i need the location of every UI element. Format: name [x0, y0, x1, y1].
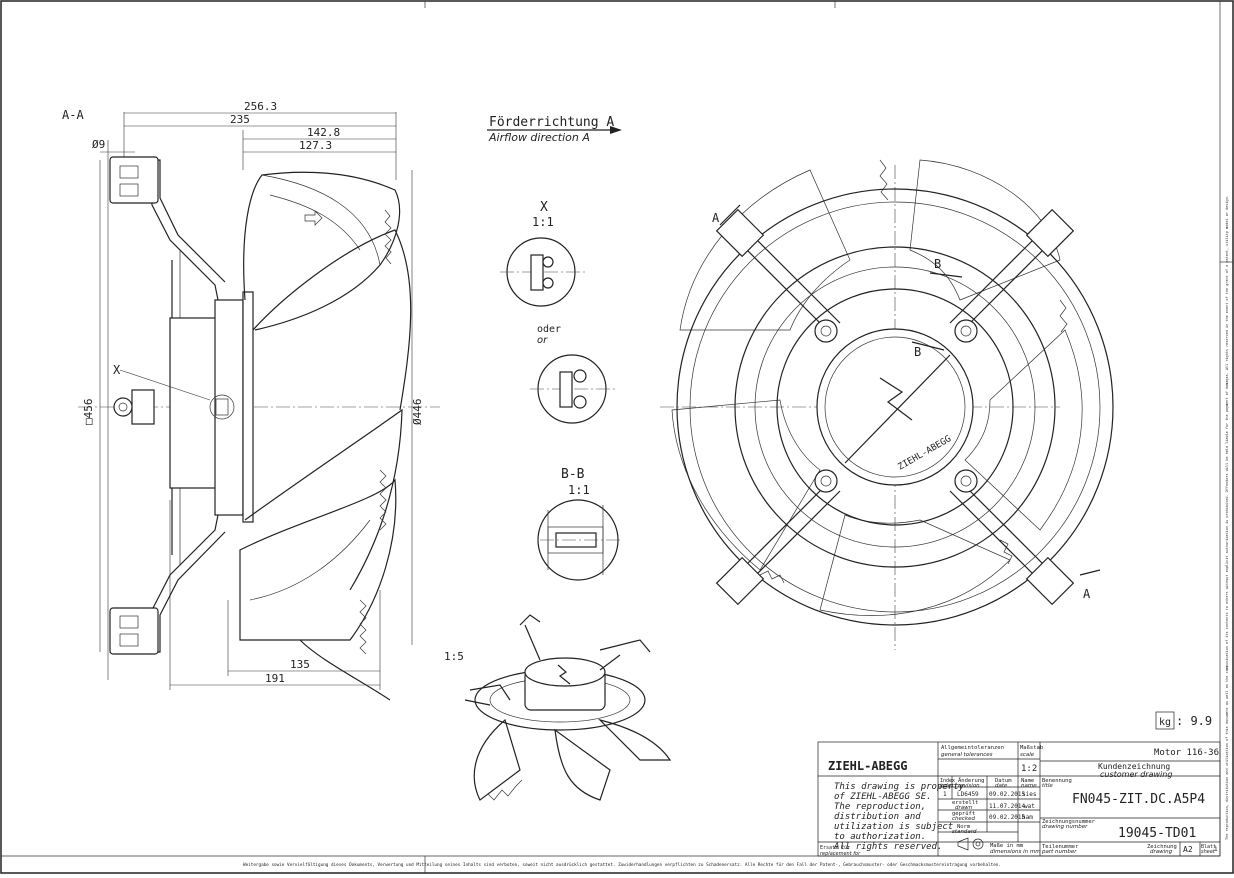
detail-x-label: X	[540, 200, 548, 215]
weight-unit-icon: kg	[1159, 717, 1171, 728]
dims-mm-en: dimensions in mm	[990, 849, 1041, 855]
weight-value: : 9.9	[1176, 714, 1212, 728]
airflow-direction: Förderrichtung A Airflow direction A	[487, 115, 622, 144]
drawing-number-label-en: drawing number	[1042, 824, 1088, 830]
airflow-de: Förderrichtung A	[489, 115, 614, 130]
tolerances-en: general tolerances	[941, 752, 993, 758]
drawn-de: erstellt	[952, 800, 979, 806]
standard-en: standard	[952, 829, 977, 835]
drawing-title: FN045-ZIT.DC.A5P4	[1072, 792, 1205, 807]
drawing-number-label-de: Zeichnungsnummer	[1042, 819, 1096, 825]
part-number-de: Teilenummer	[1042, 844, 1079, 850]
part-number-en: part number	[1041, 849, 1077, 855]
detail-oder: oder	[537, 324, 561, 335]
property-line-2: of ZIEHL-ABEGG SE.	[834, 792, 932, 802]
col-index: Index	[940, 778, 955, 784]
scale-en: scale	[1020, 752, 1035, 758]
title-block-logo: ZIEHL-ABEGG	[828, 759, 907, 773]
footer-note: Weitergabe sowie Vervielfältigung dieses…	[243, 862, 1001, 868]
property-line-6: to authorization.	[834, 832, 926, 842]
x-marker: X	[113, 363, 121, 377]
dim-142-8: 142.8	[307, 126, 340, 139]
isometric-view: 1:5	[444, 614, 672, 801]
sheet-value: 1	[1214, 846, 1218, 853]
property-line-3: The reproduction,	[834, 802, 926, 812]
dim-235: 235	[230, 113, 250, 126]
detail-bb-scale: 1:1	[568, 483, 590, 497]
col-name-en: name	[1021, 783, 1037, 789]
detail-bb: B-B 1:1	[537, 467, 620, 581]
airflow-en: Airflow direction A	[488, 131, 590, 144]
drawn-en: drawn	[955, 805, 973, 811]
cut-a-bottom: A	[1083, 587, 1091, 601]
detail-x: X 1:1 oder or	[500, 200, 615, 424]
format-de: Zeichnung	[1147, 844, 1177, 850]
cut-a-top: A	[712, 211, 720, 225]
checked-en: checked	[952, 816, 975, 822]
dim-square-456: □456	[82, 399, 95, 426]
format-value: A2	[1183, 845, 1193, 854]
scale-value: 1:2	[1021, 764, 1037, 774]
rev-index: 1	[943, 791, 947, 798]
drawing-type-en: customer drawing	[1100, 770, 1172, 779]
detail-or: or	[537, 335, 548, 346]
sheet-de: Blatt	[1201, 844, 1216, 850]
property-line-1: This drawing is property	[834, 782, 965, 792]
drawn-name: wat	[1024, 803, 1035, 810]
sheet-en: sheet	[1201, 849, 1216, 855]
dim-191: 191	[265, 672, 285, 685]
standard-de: Norm	[957, 824, 971, 830]
dim-diameter-9: Ø9	[92, 138, 105, 151]
iso-scale: 1:5	[444, 650, 464, 663]
projection-symbol	[957, 837, 984, 851]
replacement-en: replacement for	[820, 851, 861, 857]
rev-name: sies	[1022, 791, 1037, 798]
dim-256-3: 256.3	[244, 100, 277, 113]
title-label-en: title	[1042, 783, 1053, 789]
detail-x-scale: 1:1	[532, 215, 554, 229]
col-index-en: index	[940, 783, 954, 789]
col-date-en: date	[995, 783, 1008, 789]
checked-name: ham	[1022, 814, 1033, 821]
drawing-type-de: Kundenzeichnung	[1098, 762, 1170, 771]
property-line-4: distribution and	[834, 812, 921, 822]
dim-diameter-446: Ø446	[411, 399, 424, 426]
rev-date: 09.02.2015	[989, 791, 1026, 798]
col-name: Name	[1021, 778, 1034, 784]
dim-135: 135	[290, 658, 310, 671]
rev-number: LD6459	[957, 791, 979, 798]
drawing-number: 19045-TD01	[1118, 826, 1196, 841]
weight-indicator: kg : 9.9	[1155, 711, 1212, 730]
drawn-date: 11.07.2014	[989, 803, 1026, 810]
section-label: A-A	[62, 108, 84, 122]
col-change: Änderung	[958, 777, 985, 784]
title-label-de: Benennung	[1042, 778, 1072, 784]
scale-de: Maßstab	[1020, 745, 1043, 751]
front-view: ZIEHL-ABEGG A A B B	[660, 159, 1114, 650]
dim-127-3: 127.3	[299, 139, 332, 152]
cut-b-top: B	[934, 257, 941, 271]
side-legal-note: The reproduction, distribution and utili…	[1225, 195, 1229, 840]
format-en: drawing	[1150, 849, 1173, 855]
replacement-de: Ersatz für	[820, 845, 850, 851]
detail-bb-label: B-B	[561, 467, 585, 482]
checked-date: 09.02.2015	[989, 814, 1026, 821]
dims-mm-de: Maße in mm	[990, 843, 1024, 849]
tolerances-de: Allgemeintoleranzen	[941, 745, 1004, 751]
checked-de: geprüft	[952, 811, 975, 817]
side-view-dimensions: 256.3 235 142.8 127.3 Ø9 □456 Ø446 135 1…	[82, 100, 424, 686]
cut-b-bottom: B	[914, 345, 921, 359]
property-line-5: utilization is subject	[834, 822, 953, 832]
col-date: Datum	[995, 778, 1012, 784]
motor-label: Motor 116-36	[1154, 748, 1219, 758]
title-block: ZIEHL-ABEGG This drawing is property of …	[817, 741, 1221, 857]
side-section-view: A-A X	[62, 108, 440, 701]
property-line-7: All rights reserved.	[833, 842, 942, 852]
col-change-en: revision	[958, 783, 980, 789]
